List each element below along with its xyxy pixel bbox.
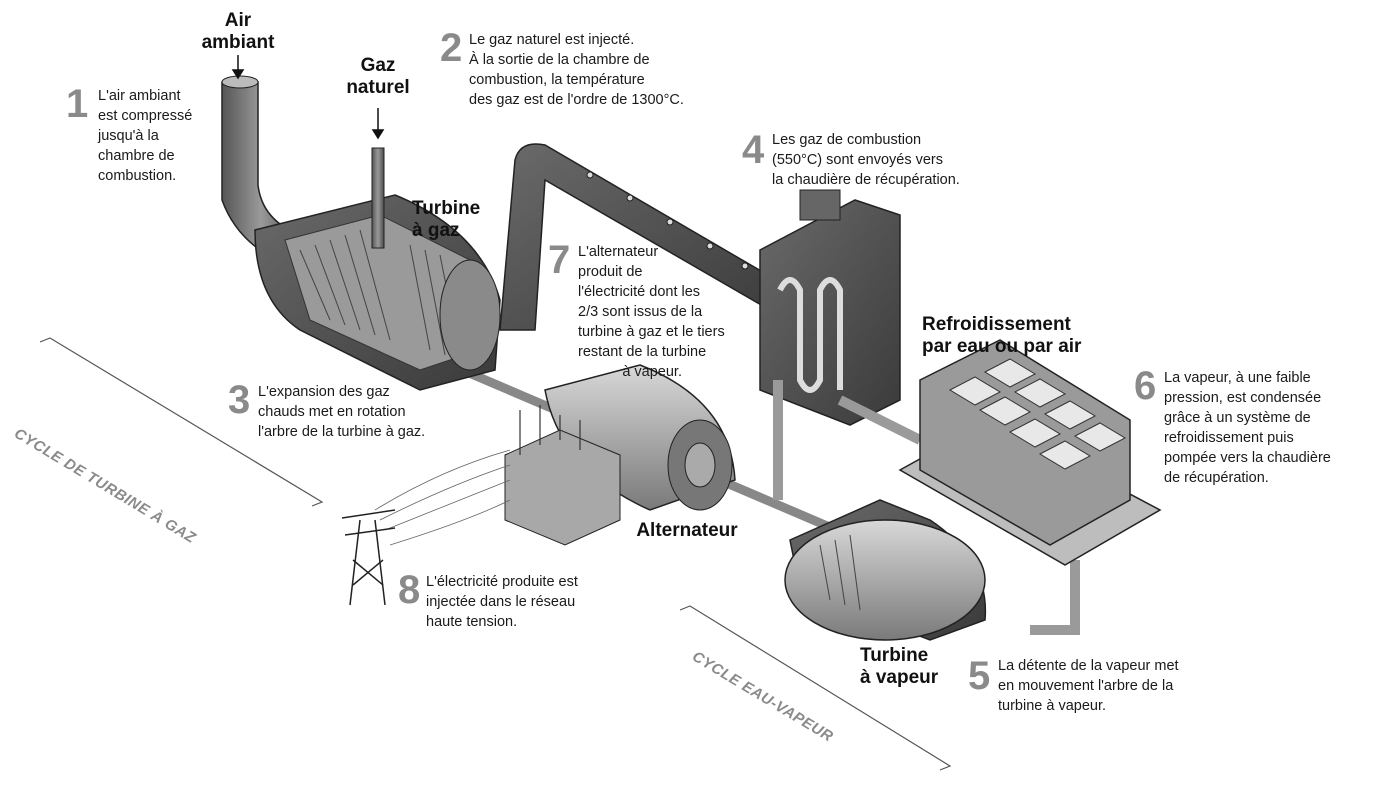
gas-cycle-bracket: [39, 337, 324, 507]
step-4-number: 4: [742, 128, 765, 172]
step-1-number: 1: [66, 82, 89, 126]
label-turbine-vapeur: Turbine à vapeur: [860, 645, 939, 688]
step-6-text: La vapeur, à une faible pression, est co…: [1164, 370, 1331, 486]
exhaust-duct: [499, 143, 787, 331]
step-1-text: L'air ambiant est compressé jusqu'à la c…: [98, 88, 193, 184]
steam-cycle-bracket: [679, 605, 952, 771]
step-4-text: Les gaz de combustion (550°C) sont envoy…: [772, 132, 960, 188]
air-arrow: [231, 55, 245, 80]
label-refroidissement: Refroidissement par eau ou par air: [922, 314, 1082, 357]
pylon: [341, 509, 396, 606]
gas-inlet-pipe: [371, 147, 385, 249]
steam-turbine: [784, 499, 987, 641]
step-8-number: 8: [398, 568, 421, 612]
step-7-text: L'alternateur produit de l'électricité d…: [578, 244, 725, 380]
step-5-text: La détente de la vapeur met en mouvement…: [998, 658, 1179, 714]
label-turbine-gaz: Turbine à gaz: [412, 198, 481, 241]
label-gaz-naturel: Gaz naturel: [346, 55, 410, 98]
step-3-number: 3: [228, 378, 251, 422]
gas-turbine-body: [254, 194, 501, 391]
step-6-number: 6: [1134, 364, 1157, 408]
step-7-number: 7: [548, 238, 571, 282]
recovery-boiler: [759, 189, 901, 426]
substation: [504, 405, 621, 546]
step-8-text: L'électricité produite est injectée dans…: [426, 574, 578, 630]
step-3-text: L'expansion des gaz chauds met en rotati…: [258, 384, 426, 440]
step-2-text: Le gaz naturel est injecté. À la sortie …: [469, 32, 684, 108]
power-lines: [374, 449, 511, 546]
label-alternateur: Alternateur: [636, 520, 738, 541]
gas-arrow: [371, 108, 385, 140]
cooling-system: [898, 339, 1162, 566]
step-2-number: 2: [440, 26, 463, 70]
label-air-ambiant: Air ambiant: [201, 10, 275, 53]
steam-pipes: [773, 380, 1080, 635]
step-5-number: 5: [968, 654, 991, 698]
